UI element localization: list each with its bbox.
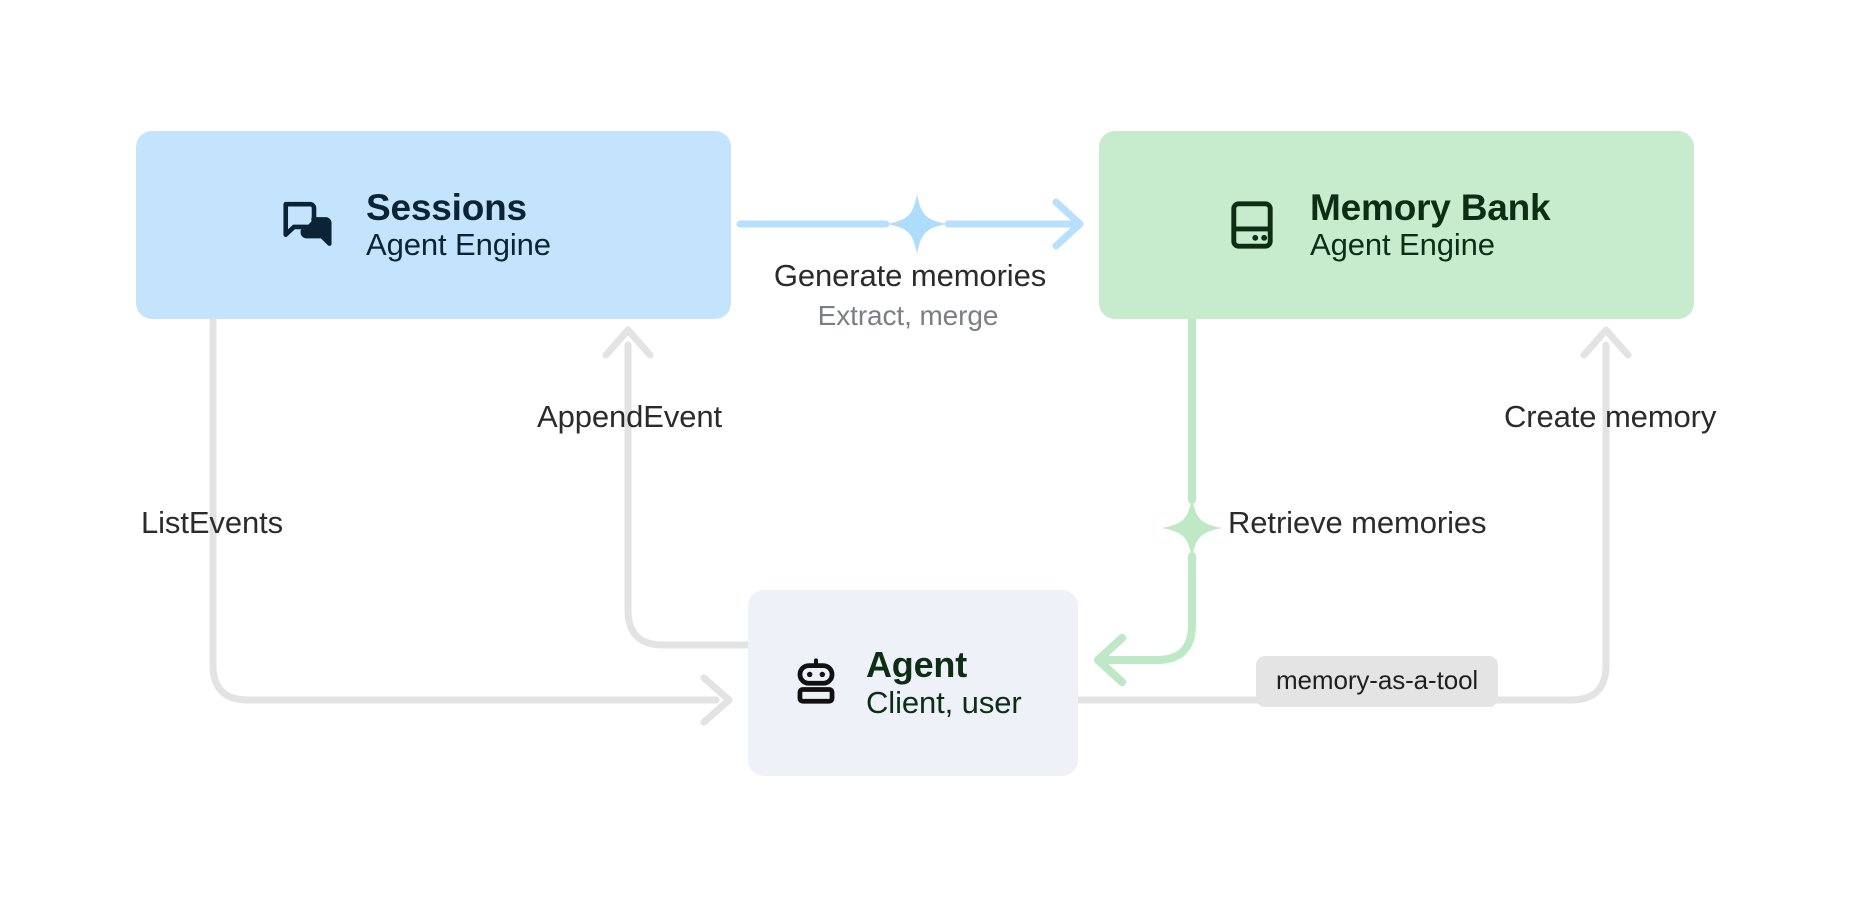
node-agent-subtitle: Client, user xyxy=(866,684,1022,720)
edge-label-generate-memories: Generate memories xyxy=(773,258,1047,293)
node-sessions-subtitle: Agent Engine xyxy=(366,227,551,263)
sparkle-icon xyxy=(1162,498,1222,558)
edge-label-append-event: AppendEvent xyxy=(537,399,723,434)
node-sessions[interactable]: Sessions Agent Engine xyxy=(136,131,731,319)
chat-bubbles-icon xyxy=(278,196,336,254)
sparkle-icon xyxy=(887,194,947,254)
node-sessions-title: Sessions xyxy=(366,186,527,228)
node-agent[interactable]: Agent Client, user xyxy=(748,590,1078,776)
node-memory-bank-labels: Memory Bank Agent Engine xyxy=(1310,186,1551,263)
database-bank-icon xyxy=(1224,197,1280,253)
robot-icon xyxy=(790,657,842,709)
node-sessions-labels: Sessions Agent Engine xyxy=(366,187,551,263)
node-memory-bank[interactable]: Memory Bank Agent Engine xyxy=(1099,131,1694,319)
edge-retrieve-memories xyxy=(1094,315,1222,686)
edge-label-list-events: ListEvents xyxy=(141,505,284,540)
node-memory-bank-subtitle: Agent Engine xyxy=(1310,227,1495,263)
edge-label-create-memory: Create memory xyxy=(1504,399,1717,434)
edge-append-event xyxy=(602,326,752,649)
node-agent-title: Agent xyxy=(866,644,967,686)
node-memory-bank-title: Memory Bank xyxy=(1310,186,1551,228)
node-agent-labels: Agent Client, user xyxy=(866,645,1022,720)
edge-generate-memories xyxy=(736,194,1084,254)
chip-memory-as-a-tool: memory-as-a-tool xyxy=(1256,656,1499,707)
edge-label-retrieve-memories: Retrieve memories xyxy=(1228,505,1487,540)
edge-sublabel-generate-memories: Extract, merge xyxy=(817,300,999,331)
edge-list-events xyxy=(209,315,733,726)
